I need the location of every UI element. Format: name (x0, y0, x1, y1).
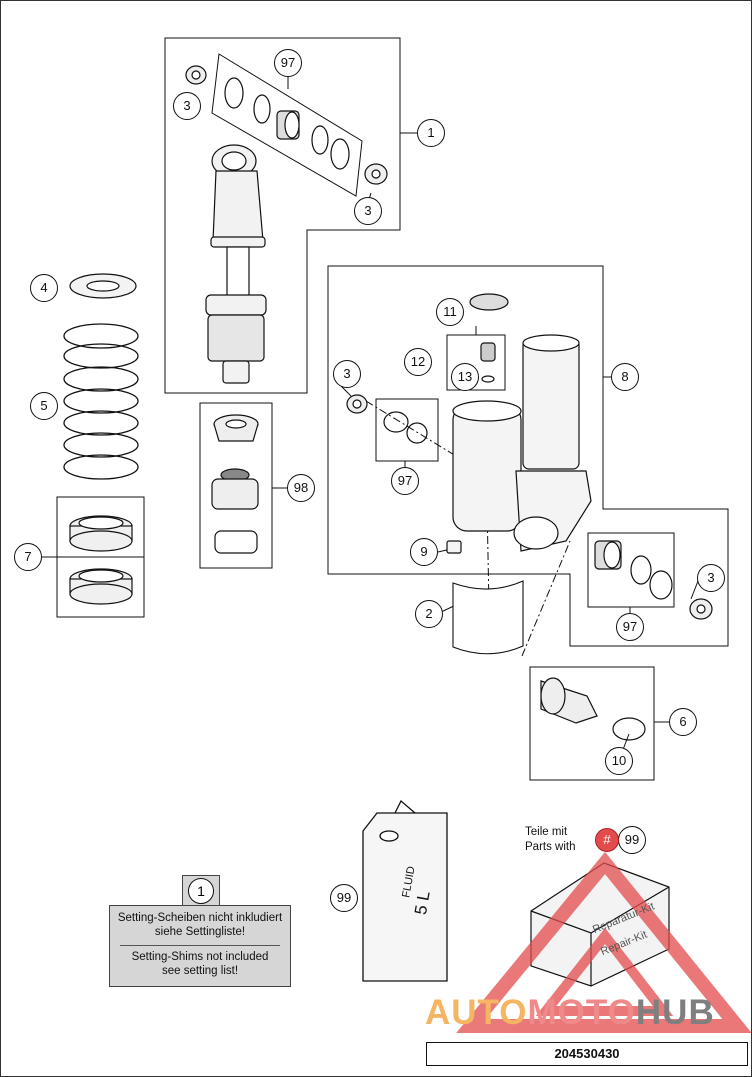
group-box-97-top (211, 53, 363, 197)
spring-retainer-4 (69, 273, 137, 299)
watermark-part-moto: MOTO (527, 993, 636, 1032)
bushings-3 (185, 65, 713, 620)
note-en-line2: see setting list! (161, 964, 239, 977)
spring-5 (63, 323, 139, 480)
diagram-code: 204530430 (426, 1042, 748, 1066)
note-en-line1: Setting-Shims not included (131, 951, 269, 963)
callout-97-right: 97 (616, 613, 644, 641)
group-box-1 (164, 37, 401, 394)
callout-8: 8 (611, 363, 639, 391)
callout-5: 5 (30, 392, 58, 420)
callout-7: 7 (14, 543, 42, 571)
callout-2: 2 (415, 600, 443, 628)
parts-with-legend: Teile mit Parts with (525, 825, 576, 855)
seal-kit-97-lower (383, 411, 673, 600)
note-de-line2: siehe Settingliste! (154, 925, 246, 938)
group-box-97-right (587, 532, 675, 608)
group-box-6 (529, 666, 655, 781)
hash-badge: # (595, 828, 619, 852)
callout-97-top: 97 (274, 49, 302, 77)
watermark-brand: AUTOMOTOHUB (425, 993, 715, 1033)
callout-3-mid: 3 (333, 360, 361, 388)
callout-13: 13 (451, 363, 479, 391)
fluid-can-99 (362, 799, 448, 982)
callout-6: 6 (669, 708, 697, 736)
note-reference: 1 (182, 875, 220, 907)
callout-11: 11 (436, 298, 464, 326)
callout-99-can: 99 (330, 884, 358, 912)
parts-with-de: Teile mit (525, 826, 568, 838)
parts-with-en: Parts with (525, 841, 576, 853)
group-box-8 (327, 265, 729, 647)
fluid-can-volume: 5 L (410, 889, 434, 917)
sticker-2 (452, 580, 524, 655)
callout-99-kit: 99 (618, 826, 646, 854)
seal-kit-98 (211, 414, 259, 554)
callout-1: 1 (417, 119, 445, 147)
callout-9: 9 (410, 538, 438, 566)
setting-shims-note: Setting-Scheiben nicht inkludiert siehe … (109, 905, 291, 987)
callout-97-mid: 97 (391, 467, 419, 495)
watermark-part-auto: AUTO (425, 993, 528, 1032)
group-box-98 (199, 402, 273, 569)
watermark-part-hub: HUB (635, 993, 715, 1032)
piston-rod-assembly (205, 144, 267, 384)
adjuster-6 (540, 677, 646, 741)
note-de-line1: Setting-Scheiben nicht inkludiert (117, 912, 283, 924)
adjusting-nuts-7 (69, 515, 133, 605)
note-divider (120, 945, 280, 946)
damper-body (446, 293, 592, 554)
callout-4: 4 (30, 274, 58, 302)
group-box-97-mid (375, 398, 439, 462)
callout-3-right: 3 (697, 564, 725, 592)
seal-kit-97-top (224, 77, 350, 170)
callout-12: 12 (404, 348, 432, 376)
callout-3-top-right: 3 (354, 197, 382, 225)
callout-98: 98 (287, 474, 315, 502)
callout-10: 10 (605, 747, 633, 775)
callout-3-top-left: 3 (173, 92, 201, 120)
watermark-triangle (456, 851, 751, 1033)
note-reference-number: 1 (188, 878, 214, 904)
